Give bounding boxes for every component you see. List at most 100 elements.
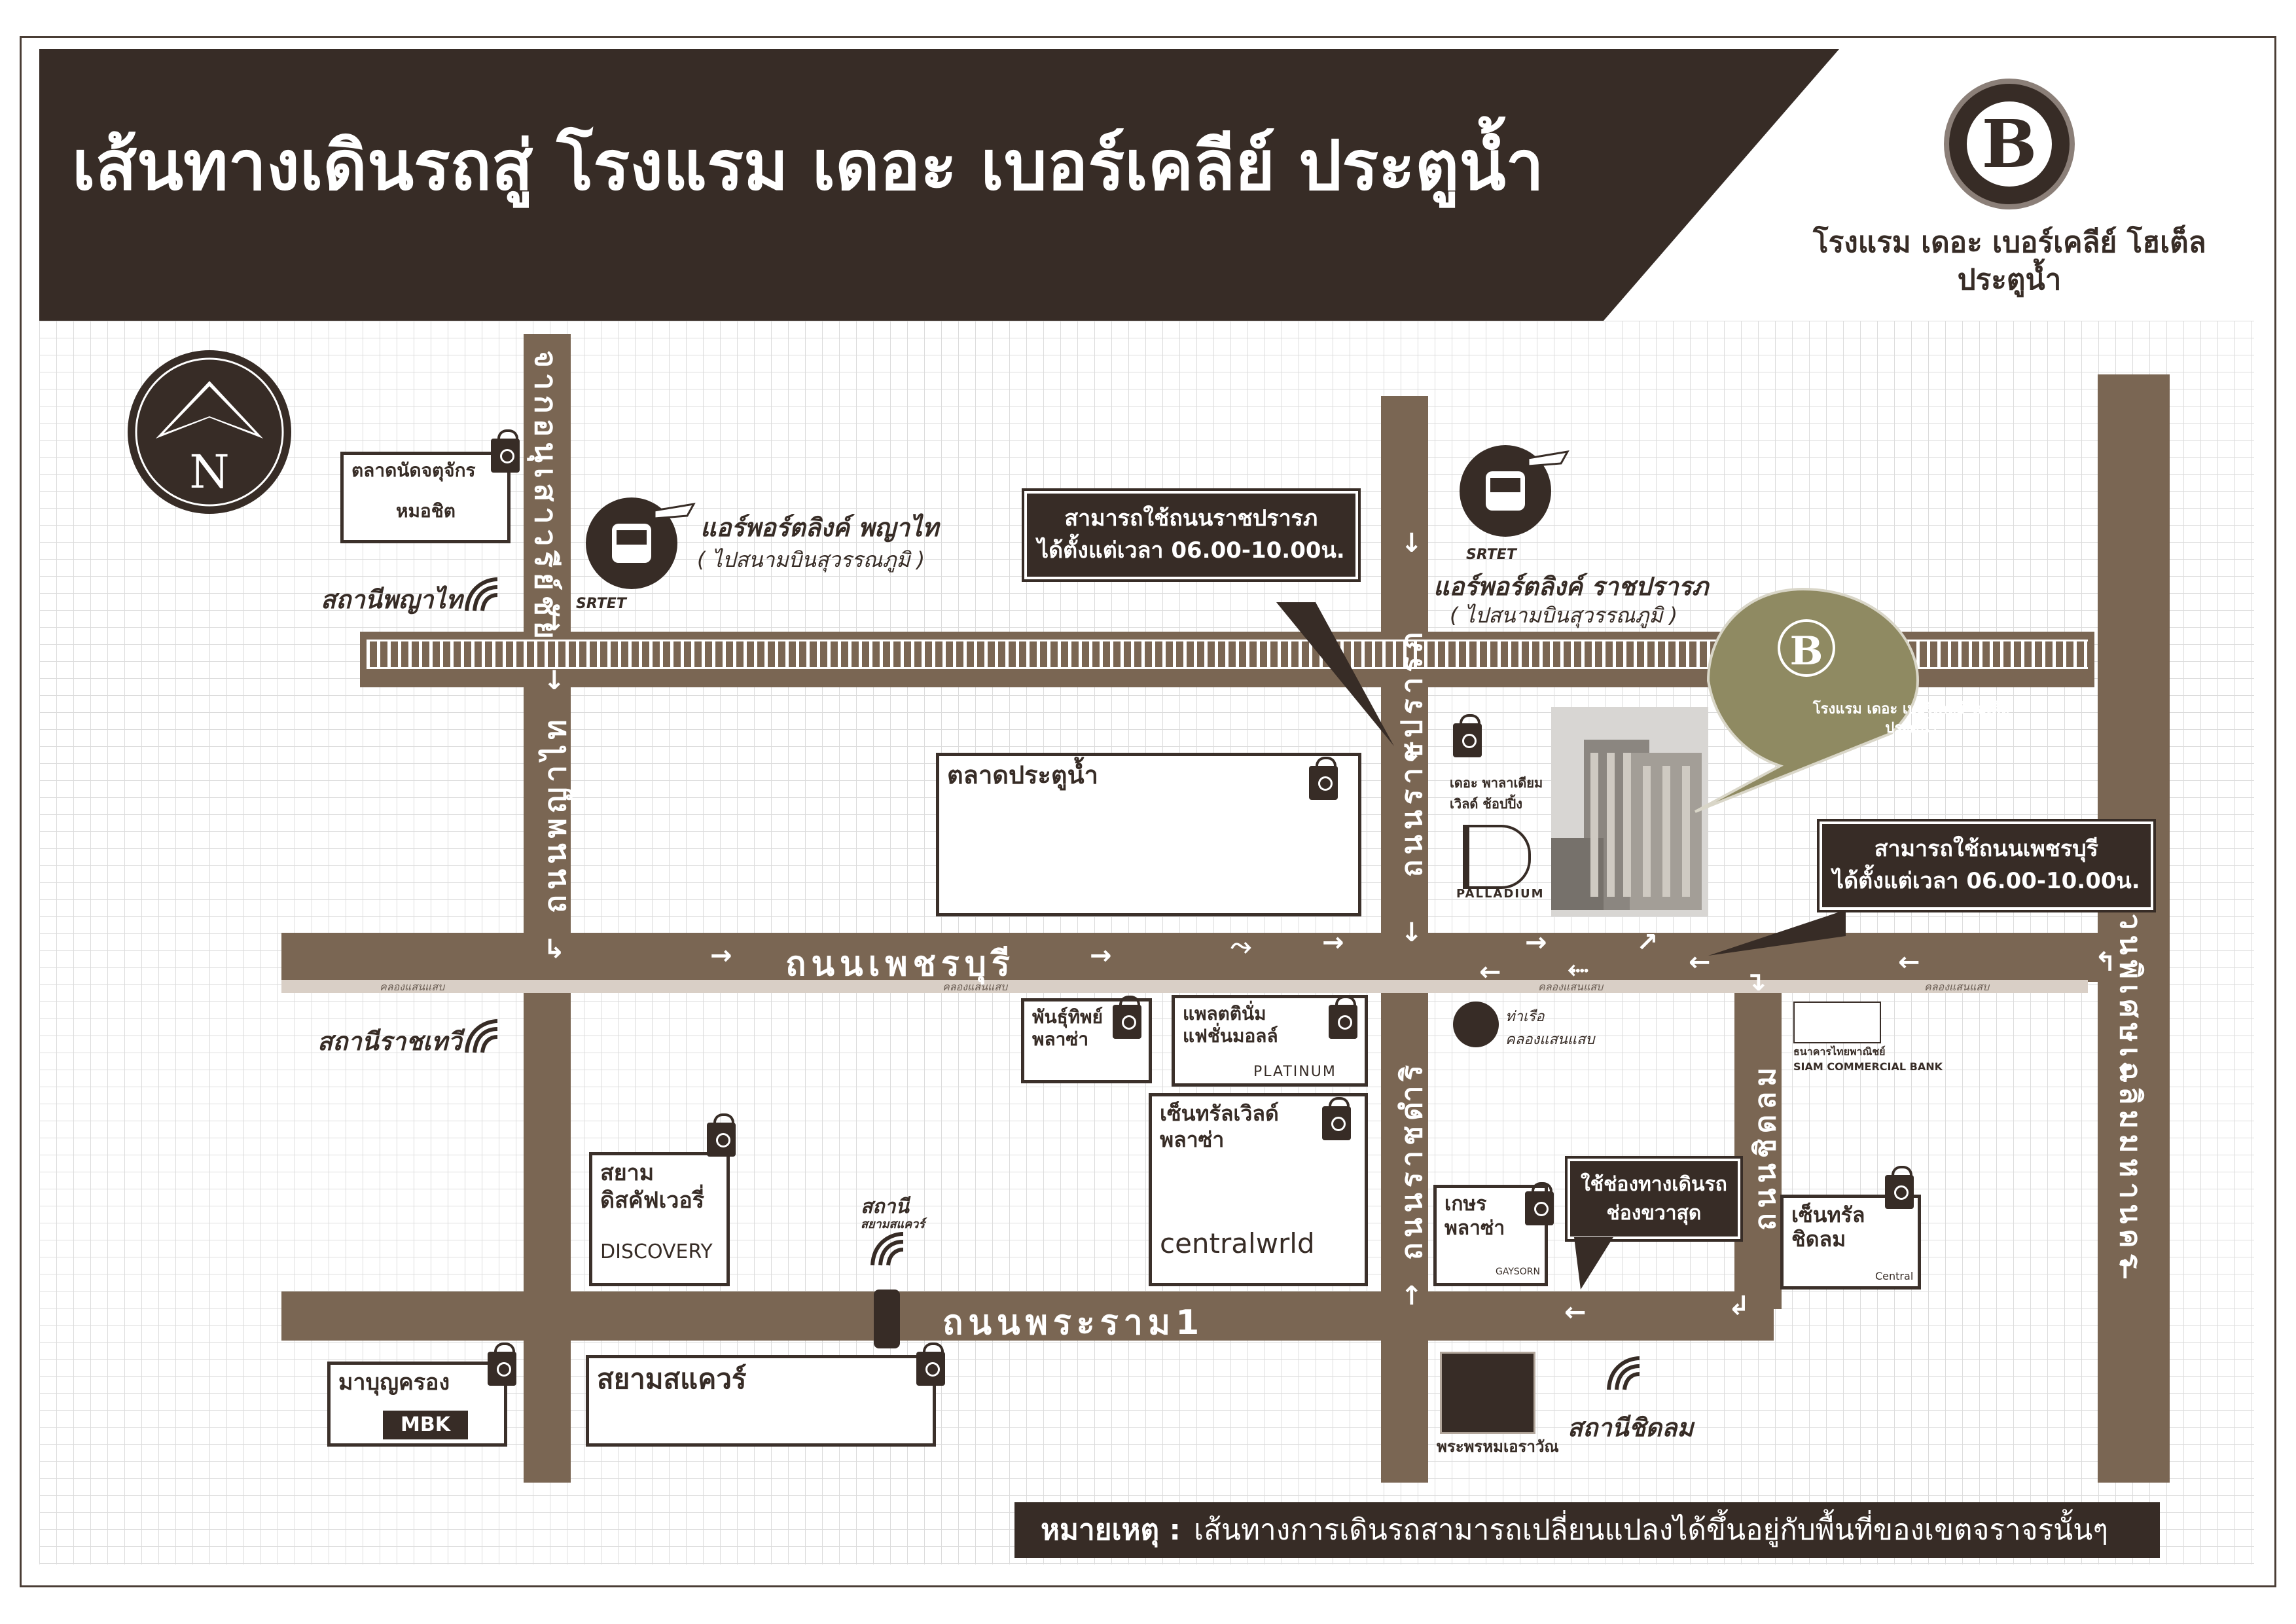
callout-lane-pointer: [1574, 1237, 1613, 1290]
callout-phetchaburi-line-1: สามารถใช้ถนนเพชรบุรี: [1874, 836, 2098, 862]
callout-phetchaburi: สามารถใช้ถนนเพชรบุรี ได้ตั้งแต่เวลา 06.0…: [1817, 819, 2156, 912]
road-phayathai: [524, 334, 571, 1483]
hotel-pin-line-1: โรงแรม เดอะ เบอร์เคลีย์ โฮเต็ล: [1812, 701, 2010, 717]
arrow-down-icon: ↴: [1744, 967, 1767, 997]
palladium-brand: PALLADIUM: [1456, 887, 1545, 901]
pantip-label-2: พลาซ่า: [1032, 1028, 1089, 1050]
place-central-chidlom: เซ็นทรัล ชิดลม Central: [1780, 1195, 1921, 1290]
erawan-label: พระพรหมเอราวัณ: [1437, 1437, 1559, 1456]
callout-ratchaprarop-pointer: [1276, 602, 1394, 746]
pratunam-market-label: ตลาดประตูน้ำ: [947, 761, 1098, 789]
arrow-up-icon: ↑: [1401, 1281, 1423, 1311]
logo-letter: B: [1967, 101, 2052, 187]
central-chidlom-label-1: เซ็นทรัล: [1791, 1202, 1865, 1227]
road-rama1: [281, 1291, 1774, 1341]
page-title: เส้นทางเดินรถสู่ โรงแรม เดอะ เบอร์เคลีย์…: [72, 126, 1544, 206]
pier-label-1: ท่าเรือ: [1505, 1009, 1545, 1025]
road-expressway: [2098, 374, 2170, 1483]
centralworld-label-2: พลาซ่า: [1160, 1127, 1225, 1152]
shopping-bag-icon: [916, 1343, 945, 1386]
arrow-down-icon: ↓: [1401, 738, 1423, 768]
palladium-label-1: เดอะ พาลาเดียม: [1450, 775, 1543, 791]
pier-label: ท่าเรือ คลองแสนแสบ: [1505, 1005, 1594, 1051]
shopping-bag-icon: [488, 1343, 516, 1386]
gaysorn-brand: GAYSORN: [1496, 1267, 1540, 1277]
road-chidlom: [1734, 975, 1782, 1309]
shopping-bag-icon: [491, 429, 520, 473]
arrow-up-icon: ↑: [2114, 1058, 2136, 1089]
callout-ratchaprarop-line-1: สามารถใช้ถนนราชปรารภ: [1064, 505, 1318, 532]
shopping-bag-icon: [707, 1113, 736, 1157]
shopping-bag-icon: [1525, 1182, 1554, 1225]
callout-lane-line-1: ใช้ช่องทางเดินรถ: [1581, 1173, 1727, 1196]
arrow-left-icon: ←: [1689, 947, 1711, 977]
pin-logo-letter: B: [1790, 628, 1823, 674]
hotel-logo-icon: B: [1944, 79, 2075, 209]
airport-link-phayathai-sub: ( ไปสนามบินสุวรรณภูมิ ): [697, 547, 925, 572]
road-label-victory: จากอนุเสาวรีย์ชัย: [528, 350, 564, 644]
logo-line-2: ประตูน้ำ: [1957, 263, 2062, 297]
arrow-up-icon: ↰: [2094, 947, 2117, 977]
station-phayathai: สถานีพญาไท: [321, 585, 463, 614]
arrow-turn-right-icon: ↳: [543, 934, 565, 964]
canal-saen-saep: [281, 980, 2088, 993]
siam-discovery-label-1: สยาม: [600, 1160, 655, 1186]
palladium-label-2: เวิลด์ ช้อปปิ้ง: [1450, 796, 1523, 812]
mbk-label: มาบุญครอง: [338, 1369, 450, 1396]
central-chidlom-label-2: ชิดลม: [1791, 1227, 1846, 1252]
shopping-bag-icon: [1885, 1166, 1914, 1209]
siam-square-label: สยามสแควร์: [597, 1363, 747, 1395]
scb-label-2: SIAM COMMERCIAL BANK: [1793, 1060, 1943, 1073]
scb-logo-icon: [1793, 1001, 1881, 1043]
compass-letter: N: [189, 445, 229, 499]
palladium-label: เดอะ พาลาเดียม เวิลด์ ช้อปปิ้ง: [1450, 772, 1543, 814]
traffic-light-icon: [874, 1290, 900, 1348]
erawan-shrine-icon: [1440, 1352, 1535, 1434]
place-centralworld: เซ็นทรัลเวิลด์ พลาซ่า centralwrld: [1149, 1093, 1368, 1286]
arrow-right-icon: →: [710, 941, 732, 971]
footer-note: หมายเหตุ :เส้นทางการเดินรถสามารถเปลี่ยนแ…: [1014, 1502, 2160, 1558]
canal-label-1: คลองแสนแสบ: [380, 981, 445, 993]
arrow-down-icon: ↓: [543, 607, 565, 637]
canal-label-3: คลองแสนแสบ: [1538, 981, 1604, 993]
place-mbk: มาบุญครอง MBK: [327, 1362, 507, 1447]
station-chidlom: สถานีชิดลม: [1568, 1413, 1694, 1442]
canal-label-2: คลองแสนแสบ: [942, 981, 1008, 993]
place-pratunam-market: ตลาดประตูน้ำ: [936, 753, 1361, 916]
callout-lane: ใช้ช่องทางเดินรถ ช่องขวาสุด: [1565, 1156, 1743, 1242]
airport-link-ratchaprarop-sub: ( ไปสนามบินสุวรรณภูมิ ): [1450, 603, 1678, 628]
road-label-ratchadamri: ถนนราชดำริ: [1395, 1060, 1429, 1260]
hotel-pin-label: โรงแรม เดอะ เบอร์เคลีย์ โฮเต็ล ประตูน้ำ: [1793, 700, 2029, 738]
place-pantip: พันธุ์ทิพย์ พลาซ่า: [1021, 998, 1152, 1083]
road-label-rama1: ถนนพระราม1: [942, 1303, 1205, 1343]
airport-link-ratchaprarop-title: แอร์พอร์ตลิงค์ ราชปรารภ: [1433, 572, 1709, 601]
pantip-label-1: พันธุ์ทิพย์: [1032, 1006, 1103, 1028]
shopping-bag-icon: [1309, 757, 1338, 800]
arrow-right-icon: ⤳: [1230, 931, 1251, 961]
scb-label-1: ธนาคารไทยพาณิชย์: [1793, 1045, 1886, 1058]
map-frame: [20, 36, 2276, 1587]
platinum-label-1: แพลตตินั่ม: [1183, 1003, 1266, 1024]
shopping-bag-icon: [1453, 714, 1482, 757]
shopping-bag-icon: [1113, 996, 1141, 1039]
srtet-label-phayathai: SRTET: [576, 596, 626, 612]
arrow-left-icon: ←: [1898, 947, 1920, 977]
road-phetchaburi: [281, 933, 2170, 982]
hotel-location-pin: B: [1695, 587, 1920, 813]
gaysorn-label-2: พลาซ่า: [1444, 1217, 1505, 1240]
centralworld-label-1: เซ็นทรัลเวิลด์: [1160, 1101, 1279, 1126]
shopping-bag-icon: [1329, 996, 1357, 1039]
chatuchak-label-1: ตลาดนัดจตุจักร: [351, 460, 476, 481]
place-gaysorn: เกษร พลาซ่า GAYSORN: [1433, 1185, 1548, 1286]
srtet-label-ratchaprarop: SRTET: [1466, 547, 1516, 563]
place-chatuchak: ตลาดนัดจตุจักร หมอชิต: [340, 452, 511, 543]
airport-link-ratchaprarop-icon: [1460, 445, 1570, 537]
callout-ratchaprarop: สามารถใช้ถนนราชปรารภ ได้ตั้งแต่เวลา 06.0…: [1022, 488, 1361, 582]
hotel-building-image: [1551, 707, 1708, 916]
siam-discovery-label-2: ดิสคัฟเวอรี่: [600, 1187, 705, 1214]
compass-icon: N: [128, 350, 291, 514]
siam-discovery-brand: DISCOVERY: [600, 1240, 713, 1263]
station-siam-line-1: สถานี: [861, 1195, 909, 1218]
bts-icon: [1607, 1356, 1640, 1390]
callout-lane-line-2: ช่องขวาสุด: [1606, 1201, 1702, 1225]
